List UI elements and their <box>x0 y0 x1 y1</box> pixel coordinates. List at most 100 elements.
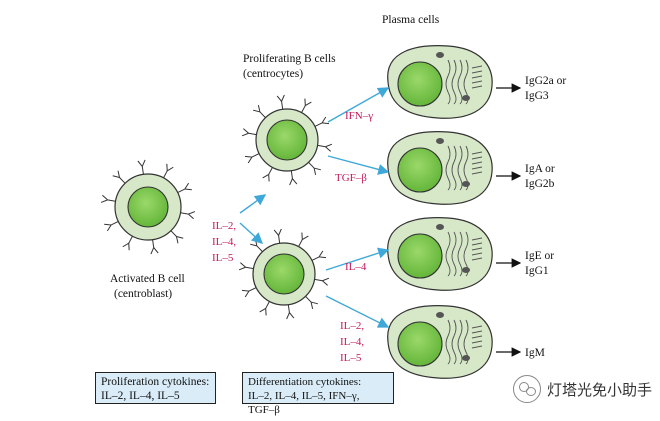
nucleus <box>127 186 169 228</box>
cytokine-ifn: IFN–γ <box>345 110 373 122</box>
arrow-il4 <box>325 247 390 271</box>
granule <box>462 267 470 273</box>
output-2-line1: IgA or <box>525 163 555 175</box>
endoplasmic-reticulum <box>457 145 463 191</box>
antibody-receptor <box>259 299 271 316</box>
golgi-stack <box>471 65 483 69</box>
proliferation-box-list: IL–2, IL–4, IL–5 <box>101 390 180 402</box>
golgi-stack <box>471 70 483 74</box>
differentiation-box-list: IL–2, IL–4, IL–5, IFN–γ, TGF–β <box>248 390 360 416</box>
golgi-stack <box>471 257 483 261</box>
centrocyte-lower <box>238 228 330 320</box>
antibody-receptor <box>250 239 265 254</box>
antibody-receptor <box>312 116 330 128</box>
wechat-icon <box>512 375 541 403</box>
endoplasmic-reticulum <box>445 231 451 277</box>
golgi-stack <box>471 252 483 256</box>
nucleus <box>266 119 308 161</box>
cytokine-bottom-3: IL–5 <box>340 352 362 364</box>
golgi-stack <box>471 340 483 344</box>
golgi-stack <box>471 85 483 89</box>
endoplasmic-reticulum <box>463 59 469 105</box>
golgi-stack <box>471 325 483 329</box>
antibody-receptor <box>162 163 174 180</box>
arrow-tgf-beta <box>327 155 390 175</box>
output-3-line1: IgE or <box>525 250 554 262</box>
proliferation-cytokines-box: Proliferation cytokines: IL–2, IL–4, IL–… <box>95 372 216 404</box>
cytokine-mid-2: IL–4, <box>212 236 236 248</box>
granule <box>462 355 470 361</box>
granule <box>436 312 444 318</box>
output-arrows <box>496 83 522 357</box>
golgi-stack <box>471 335 483 339</box>
output-1-line2: IgG3 <box>525 90 549 102</box>
cells-layer <box>100 45 493 379</box>
golgi-stack <box>471 75 483 79</box>
output-3-line2: IgG1 <box>525 265 549 277</box>
antibody-receptor <box>303 294 318 309</box>
antibody-receptor <box>112 170 127 186</box>
golgi-stack <box>471 151 483 155</box>
granule <box>436 138 444 144</box>
output-1-line1: IgG2a or <box>525 75 566 87</box>
plasma-nucleus <box>397 321 443 367</box>
watermark: 灯塔光免小助手 <box>512 375 652 403</box>
endoplasmic-reticulum <box>451 145 457 191</box>
granule <box>462 95 470 101</box>
arrow-to-upper-centrocyte <box>239 194 267 214</box>
plasma-cell-2 <box>387 131 493 205</box>
proliferation-box-title: Proliferation cytokines: <box>101 376 210 388</box>
endoplasmic-reticulum <box>457 231 463 277</box>
endoplasmic-reticulum <box>445 145 451 191</box>
antibody-receptor <box>244 152 262 164</box>
antibody-receptor <box>169 228 184 244</box>
antibody-receptor <box>253 105 268 120</box>
endoplasmic-reticulum <box>457 319 463 365</box>
granule <box>436 52 444 58</box>
cytokine-il4: IL–4 <box>345 261 367 273</box>
antibody-receptor <box>306 160 321 175</box>
cytokine-bottom-2: IL–4, <box>340 336 364 348</box>
plasma-cell-4 <box>387 305 493 379</box>
cytokine-mid-1: IL–2, <box>212 220 236 232</box>
endoplasmic-reticulum <box>463 145 469 191</box>
plasma-nucleus <box>397 233 443 279</box>
golgi-stack <box>471 330 483 334</box>
endoplasmic-reticulum <box>451 59 457 105</box>
golgi-stack <box>471 80 483 84</box>
plasma-cell-3 <box>387 217 493 291</box>
activated-label-line2: (centroblast) <box>114 288 172 300</box>
golgi-stack <box>471 247 483 251</box>
activation-arrows <box>239 87 390 328</box>
activated-b-cell <box>100 159 196 255</box>
antibody-receptor <box>241 286 259 298</box>
antibody-receptor <box>122 234 134 251</box>
centrocyte-upper <box>241 94 333 186</box>
golgi-stack <box>471 237 483 241</box>
antibody-receptor <box>175 182 192 194</box>
arrow-ifn-gamma <box>327 87 390 123</box>
differentiation-box-title: Differentiation cytokines: <box>248 376 362 388</box>
cytokine-tgf: TGF–β <box>335 172 367 184</box>
cytokine-bottom-1: IL–2, <box>340 320 364 332</box>
output-4-line1: IgM <box>525 347 545 359</box>
plasma-nucleus <box>397 147 443 193</box>
plasma-cell-1 <box>387 45 493 119</box>
golgi-stack <box>471 242 483 246</box>
endoplasmic-reticulum <box>457 59 463 105</box>
golgi-stack <box>471 171 483 175</box>
plasma-nucleus <box>397 61 443 107</box>
golgi-stack <box>471 345 483 349</box>
granule <box>436 224 444 230</box>
nucleus <box>263 253 305 295</box>
endoplasmic-reticulum <box>463 231 469 277</box>
endoplasmic-reticulum <box>451 231 457 277</box>
arrow-to-lower-centrocyte <box>239 222 264 244</box>
antibody-receptor <box>262 165 274 182</box>
golgi-stack <box>471 156 483 160</box>
endoplasmic-reticulum <box>445 59 451 105</box>
endoplasmic-reticulum <box>451 319 457 365</box>
antibody-receptor <box>309 250 327 262</box>
